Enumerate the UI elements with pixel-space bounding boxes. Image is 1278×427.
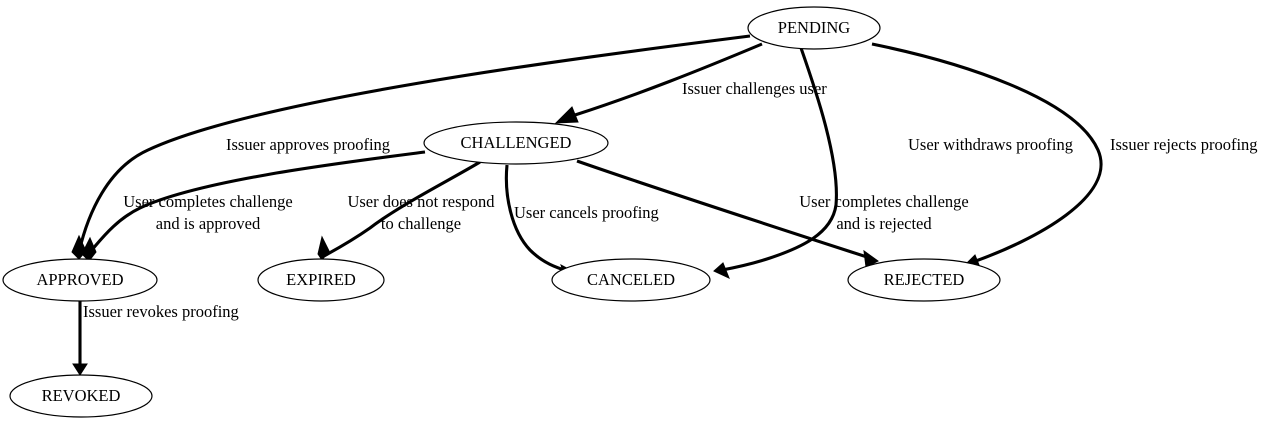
edge-label-user-does-not-respond-line1: User does not respond — [347, 192, 495, 211]
arrowhead-rejected-from-challenged — [863, 249, 879, 268]
node-pending-ellipse — [747, 6, 881, 50]
node-pending[interactable]: PENDING — [747, 6, 881, 50]
node-revoked-label: REVOKED — [42, 386, 121, 405]
edge-pending-to-canceled[interactable]: User withdraws proofing — [713, 47, 1073, 279]
edge-path-challenged-canceled — [504, 164, 569, 273]
edge-label-user-cancels-proofing: User cancels proofing — [514, 203, 659, 222]
arrowhead-challenged-from-pending — [554, 106, 579, 124]
edge-label-issuer-challenges-user: Issuer challenges user — [682, 79, 827, 98]
edge-approved-to-revoked[interactable]: Issuer revokes proofing — [72, 301, 239, 376]
edge-label-user-completes-challenge-rejected-line2: and is rejected — [836, 214, 932, 233]
edge-path-challenged-rejected — [576, 159, 871, 260]
node-canceled[interactable]: CANCELED — [551, 258, 711, 302]
edge-path-pending-approved — [77, 34, 751, 253]
edge-challenged-to-rejected[interactable]: User completes challenge and is rejected — [576, 159, 969, 268]
node-canceled-ellipse — [551, 258, 711, 302]
node-revoked-ellipse — [9, 374, 153, 418]
node-approved-ellipse — [2, 258, 158, 302]
edge-path-pending-canceled — [721, 47, 838, 272]
node-approved[interactable]: APPROVED — [2, 258, 158, 302]
node-challenged-ellipse — [423, 121, 609, 165]
node-rejected-ellipse — [847, 258, 1001, 302]
edge-label-issuer-approves-proofing: Issuer approves proofing — [226, 135, 390, 154]
arrowhead-expired-from-challenged — [317, 235, 330, 261]
edge-pending-to-approved[interactable]: Issuer approves proofing — [71, 34, 751, 260]
edge-path-challenged-expired — [323, 160, 481, 258]
edge-label-user-completes-challenge-approved-line1: User completes challenge — [123, 192, 293, 211]
node-rejected[interactable]: REJECTED — [847, 258, 1001, 302]
edge-label-issuer-revokes-proofing: Issuer revokes proofing — [83, 302, 239, 321]
edge-challenged-to-expired[interactable]: User does not respond to challenge — [317, 160, 495, 261]
edge-label-issuer-rejects-proofing: Issuer rejects proofing — [1110, 135, 1258, 154]
node-approved-label: APPROVED — [36, 270, 123, 289]
edge-pending-to-challenged[interactable]: Issuer challenges user — [554, 42, 827, 124]
edge-path-pending-challenged — [574, 42, 763, 117]
node-expired-ellipse — [257, 258, 385, 302]
arrowhead-approved-from-challenged — [81, 236, 97, 262]
edge-path-challenged-approved — [87, 150, 426, 255]
node-expired[interactable]: EXPIRED — [257, 258, 385, 302]
arrowhead-revoked-from-approved — [72, 363, 88, 376]
edge-pending-to-rejected[interactable]: Issuer rejects proofing — [871, 42, 1258, 271]
node-challenged-label: CHALLENGED — [461, 133, 572, 152]
node-expired-label: EXPIRED — [286, 270, 356, 289]
edge-challenged-to-approved[interactable]: User completes challenge and is approved — [81, 150, 426, 262]
edge-label-user-withdraws-proofing: User withdraws proofing — [908, 135, 1073, 154]
arrowhead-canceled-from-pending — [713, 262, 730, 279]
edge-label-user-does-not-respond-line2: to challenge — [381, 214, 461, 233]
edge-path-pending-rejected — [871, 42, 1103, 264]
edge-label-user-completes-challenge-rejected-line1: User completes challenge — [799, 192, 969, 211]
node-pending-label: PENDING — [778, 18, 850, 37]
node-challenged[interactable]: CHALLENGED — [423, 121, 609, 165]
node-rejected-label: REJECTED — [884, 270, 965, 289]
node-revoked[interactable]: REVOKED — [9, 374, 153, 418]
node-canceled-label: CANCELED — [587, 270, 675, 289]
edge-label-user-completes-challenge-approved-line2: and is approved — [156, 214, 261, 233]
